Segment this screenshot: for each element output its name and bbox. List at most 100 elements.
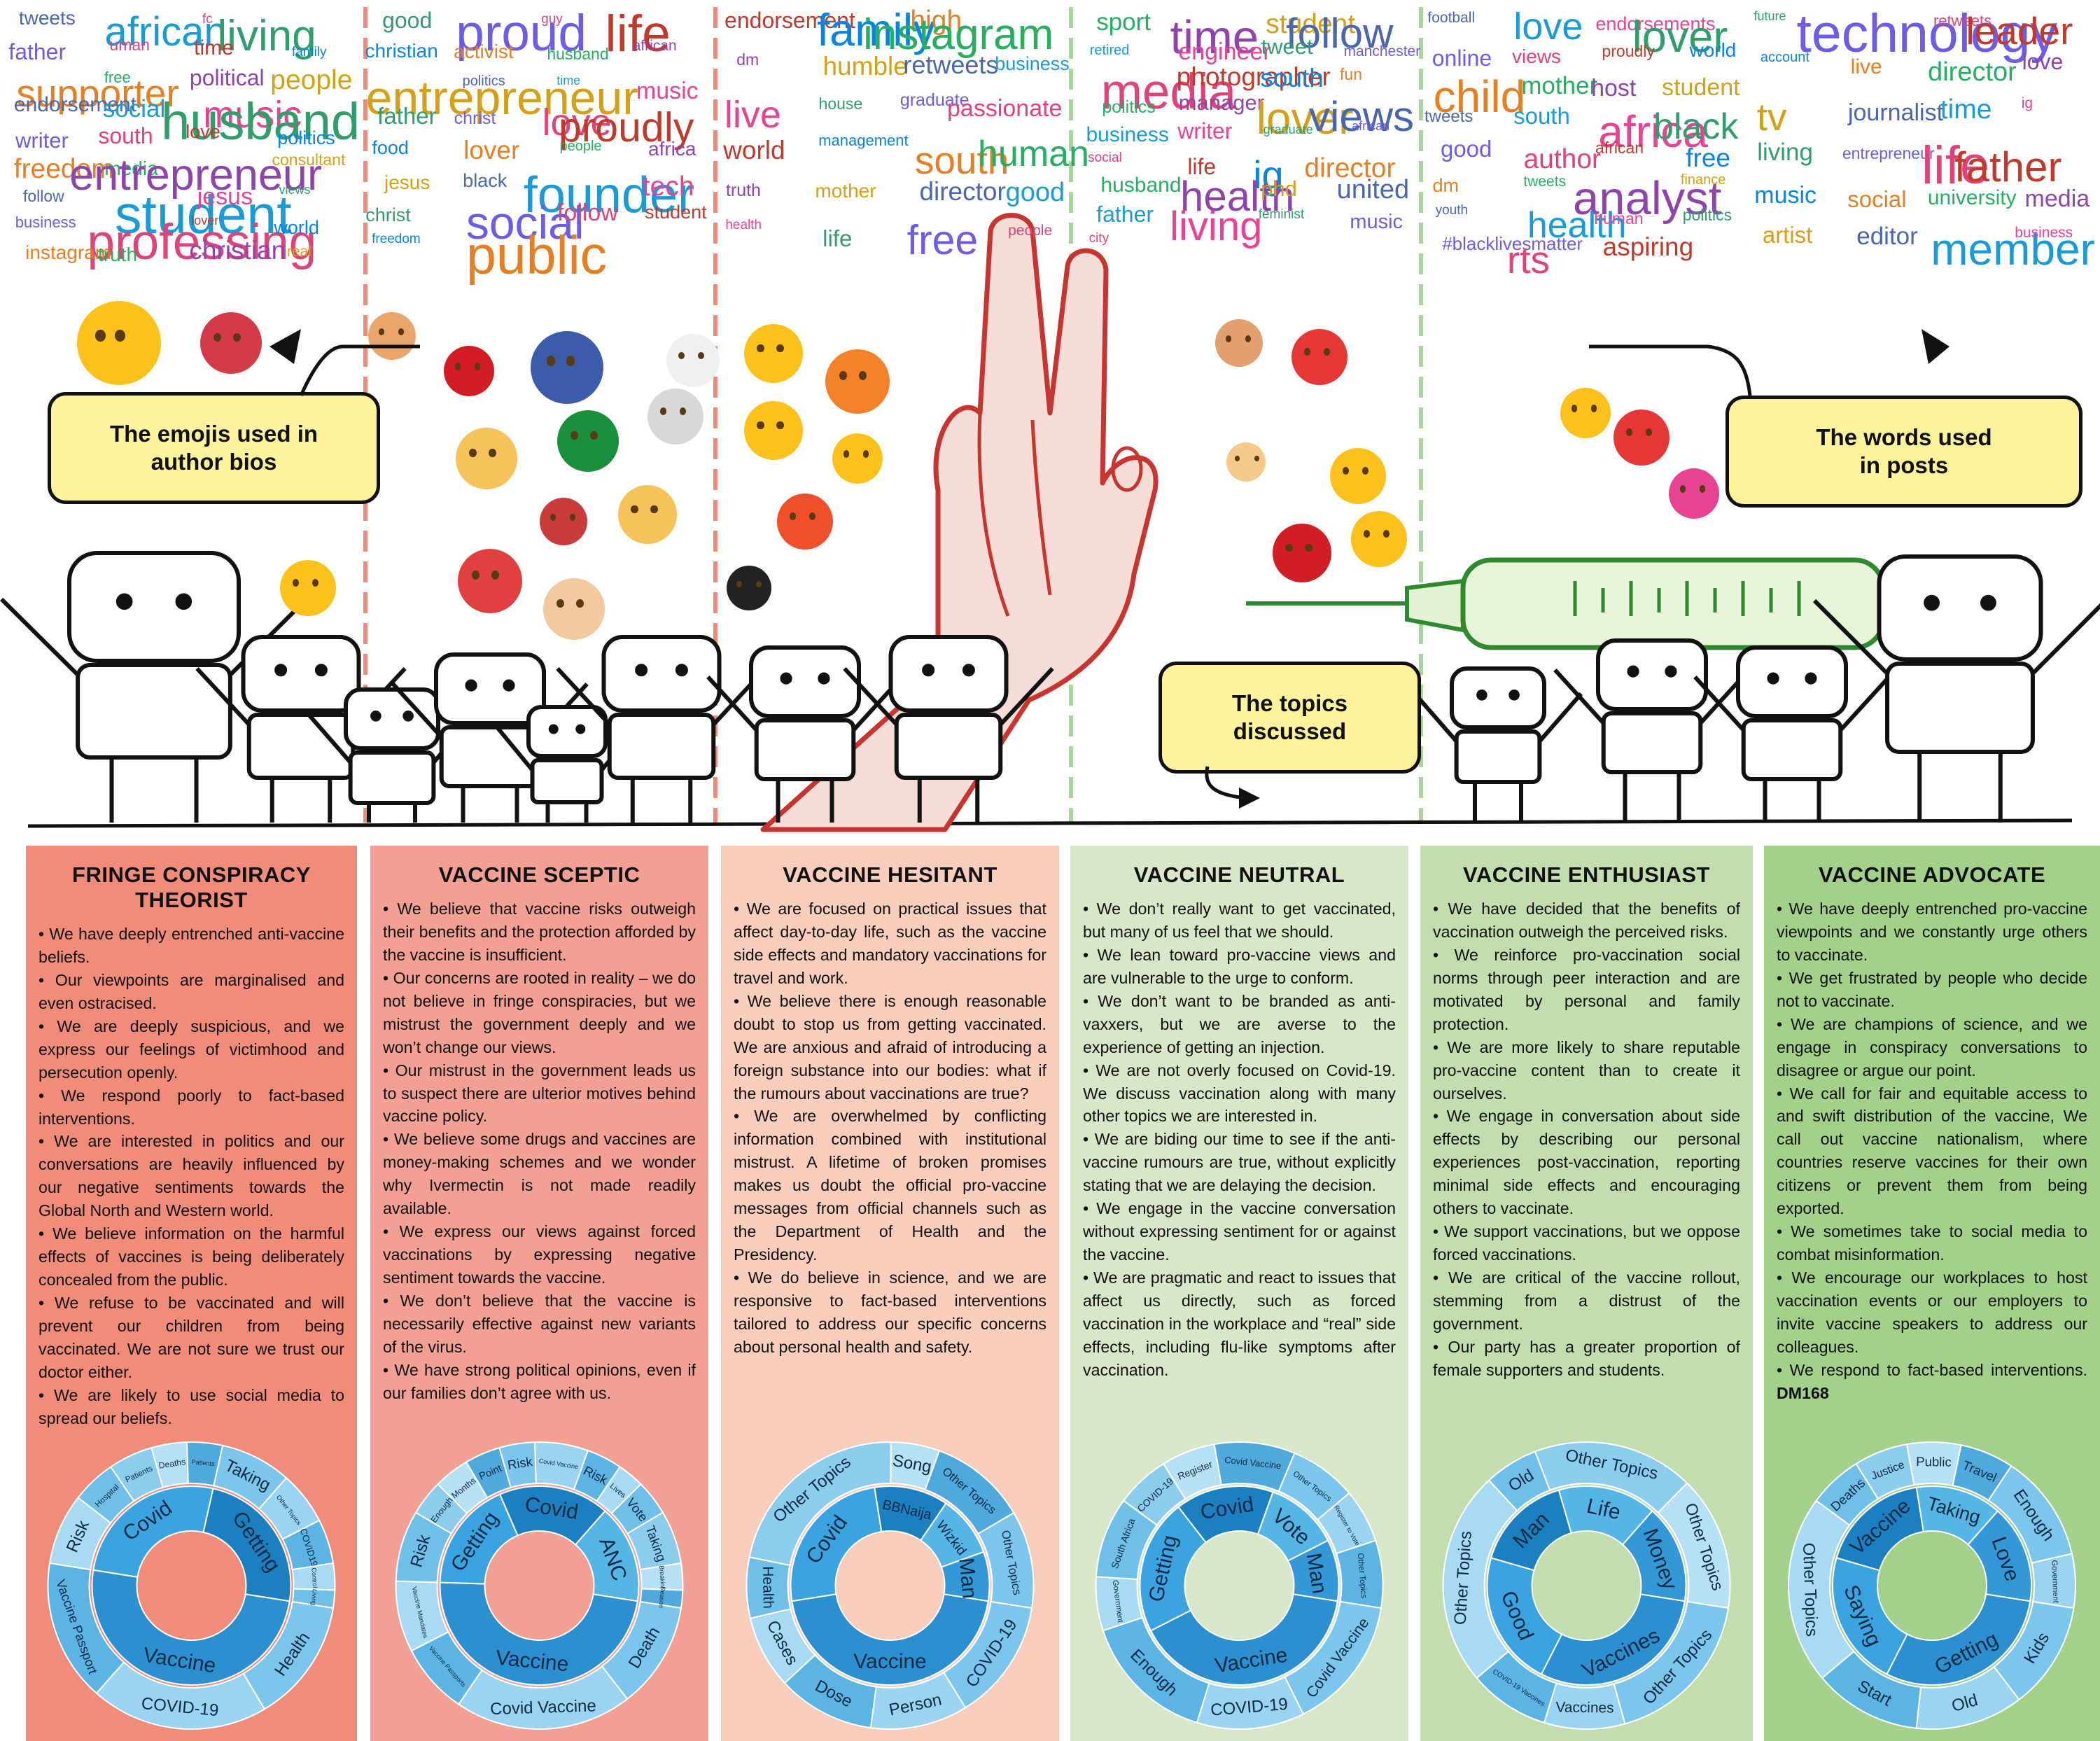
panel-description: • We don’t really want to get vaccinated… [1083, 897, 1396, 1382]
cloud-word: good [1440, 136, 1492, 162]
cloud-word: technology [1796, 4, 2057, 64]
outer-topic-label: Living [310, 1588, 318, 1605]
cloud-word: youth [1435, 202, 1469, 218]
cloud-word: good [382, 8, 433, 34]
bullet-point: • Our mistrust in the government leads u… [383, 1061, 696, 1126]
cloud-word: follow [1286, 9, 1394, 57]
cloud-word: social [1847, 186, 1907, 213]
cloud-word: sport [1096, 8, 1152, 36]
stick-figure [843, 635, 1054, 823]
cloud-word: founder [523, 167, 694, 223]
folded-hands-emoji [1215, 319, 1263, 367]
cloud-word: tv [1756, 95, 1787, 139]
outer-topic-label: Reason [657, 1586, 666, 1609]
outer-topic-label: Government [2050, 1560, 2059, 1603]
cloud-word: lover [1632, 13, 1728, 62]
cloud-word: music [1754, 181, 1817, 209]
bullet-point: • We encourage our workplaces to host va… [1777, 1268, 2087, 1356]
cloud-word: africa [648, 138, 696, 160]
bullet-point: • Our concerns are rooted in reality – w… [383, 968, 696, 1056]
bullet-point: • We have deeply entrenched anti-vaccine… [38, 925, 344, 966]
outer-topic-label: Other Topics [1799, 1542, 1821, 1637]
cloud-word: student [115, 184, 292, 245]
cloud-word: aspiring [1602, 232, 1694, 261]
angry-emoji [458, 549, 522, 613]
partying-emoji [1330, 448, 1386, 504]
panel-vaccine-hesitant: VACCINE HESITANT • We are focused on pra… [721, 846, 1059, 1741]
inner-topic-segment [1287, 1539, 1340, 1602]
cloud-word: views [1309, 93, 1415, 141]
cloud-word: engineer [1178, 39, 1271, 66]
cloud-word: time [1170, 11, 1259, 64]
cloud-word: african [1352, 119, 1390, 134]
cloud-word: high [910, 6, 962, 36]
cloud-word: politics [1682, 206, 1732, 225]
stop-hand-illustration [760, 213, 1158, 832]
cloud-word: african [104, 9, 227, 55]
cloud-word: graduate [1263, 123, 1313, 137]
inner-topic-segment [1149, 1593, 1338, 1686]
cloud-word: christ [365, 204, 411, 225]
cloud-word: living [217, 11, 316, 60]
bullet-point: • We reinforce pro-vaccination social no… [1433, 945, 1740, 1033]
outer-topic-label: Deaths [158, 1457, 187, 1471]
cloud-word: father [1954, 143, 2062, 190]
cloud-word: lover [191, 213, 219, 228]
stick-figure [1413, 666, 1583, 823]
hundred-emoji [1292, 329, 1348, 385]
broken-heart-emoji [200, 312, 262, 374]
cloud-word: jesus [384, 172, 430, 194]
cloud-word: graduate [899, 90, 969, 110]
stick-figure [0, 551, 308, 823]
outer-topic-segment [1335, 1539, 1384, 1609]
outer-topic-segment [976, 1511, 1035, 1609]
cloud-word: ig [2021, 95, 2033, 112]
panel-description: • We have decided that the benefits of v… [1433, 897, 1740, 1382]
cloud-word: husband [161, 92, 360, 151]
clown-emoji [543, 578, 605, 640]
cloud-word: photographer [1176, 62, 1331, 92]
panel-title: VACCINE ADVOCATE [1818, 862, 2046, 887]
cloud-word: child [1433, 71, 1526, 122]
cloud-word: account [1760, 50, 1809, 66]
cloud-word: health [725, 217, 762, 232]
cloud-word: retweets [903, 50, 999, 79]
cloud-word: member [1931, 223, 2095, 274]
inner-topic-segment [790, 1486, 883, 1602]
nigeria-flag-emoji [557, 410, 619, 472]
inner-topic-segment [439, 1581, 638, 1686]
bullet-point: • We are champions of science, and we en… [1777, 1014, 2087, 1079]
cloud-word: uman [109, 36, 150, 55]
inner-topic-segment [1886, 1593, 2031, 1686]
pray-emoji [456, 428, 517, 489]
cloud-word: consultant [272, 151, 346, 169]
cloud-word: south [98, 123, 153, 148]
inner-topic-segment [92, 1485, 214, 1578]
bullet-point: • We respond poorly to fact-based interv… [38, 1086, 344, 1128]
bullet-point: • We have deeply entrenched pro-vaccine … [1777, 900, 2087, 964]
bullet-point: • We believe there is enough reasonable … [734, 991, 1046, 1103]
cloud-word: management [818, 132, 909, 150]
bullet-point: • We are not overly focused on Covid-19.… [1083, 1061, 1396, 1126]
bullet-point: • We are critical of the vaccine rollout… [1433, 1268, 1740, 1333]
cloud-word: author [1523, 144, 1602, 175]
cloud-word: proud [456, 4, 587, 62]
cloud-word: host [1591, 74, 1637, 102]
cloud-word: business [2015, 224, 2073, 241]
blush-emoji [832, 433, 883, 484]
inner-topic-label: Vaccine [853, 1650, 927, 1673]
inner-topic-segment [439, 1493, 519, 1585]
panel-title: VACCINE ENTHUSIAST [1463, 862, 1710, 887]
smirk-emoji [618, 485, 677, 544]
cloud-word: mother [815, 179, 876, 202]
people-figures [0, 551, 2100, 823]
stick-figure [1553, 638, 1751, 823]
cloud-word: entrepreneur [69, 151, 322, 200]
cloud-word: football [1427, 9, 1476, 26]
outer-topic-label: Control [310, 1567, 318, 1588]
bullet-point: • We have strong political opinions, eve… [383, 1360, 696, 1402]
flushed-emoji [744, 401, 803, 460]
